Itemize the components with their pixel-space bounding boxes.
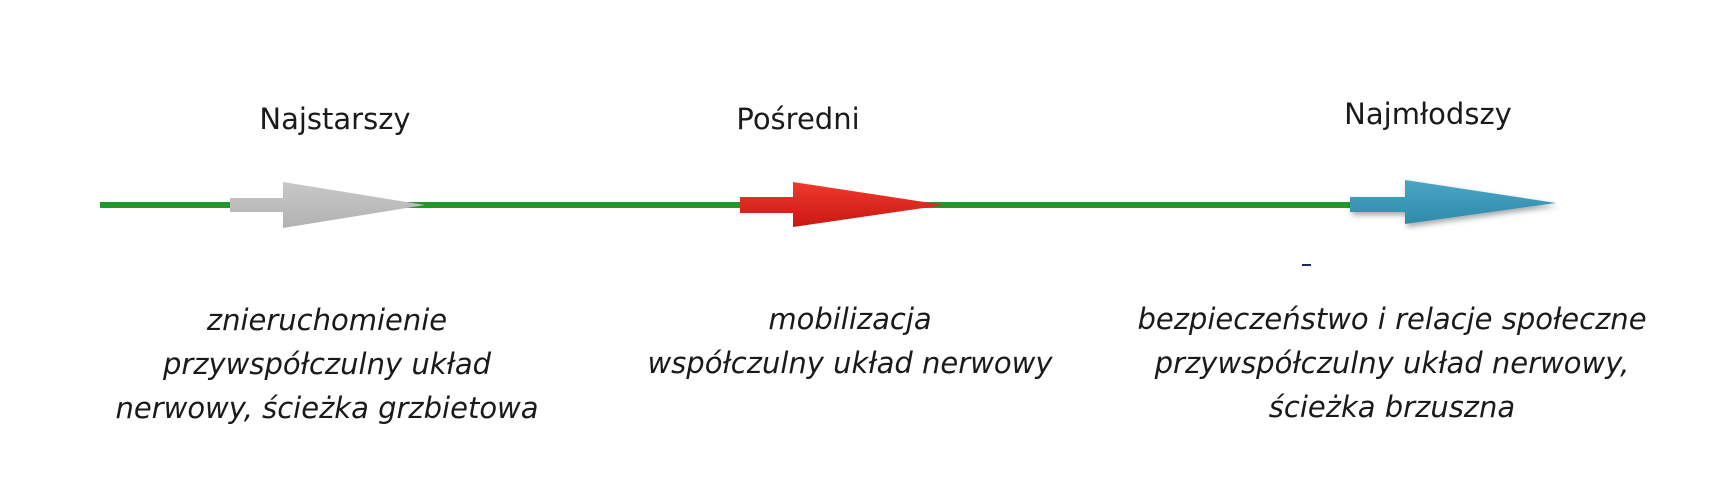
stage-description-youngest: bezpieczeństwo i relacje społeczne przyw… <box>1137 297 1646 429</box>
middle-arrow-icon <box>740 182 944 227</box>
description-line: przywspółczulny układ nerwowy, <box>1154 346 1630 380</box>
description-line: mobilizacja <box>768 302 932 336</box>
description-line: ścieżka brzuszna <box>1268 390 1516 424</box>
youngest-arrow-icon <box>1350 180 1556 224</box>
stage-heading-youngest: Najmłodszy <box>1344 97 1512 131</box>
description-line: nerwowy, ścieżka grzbietowa <box>115 391 539 425</box>
stage-heading-middle: Pośredni <box>736 102 860 136</box>
oldest-arrow-icon <box>230 182 425 228</box>
description-line: przywspółczulny układ <box>162 347 492 381</box>
description-line: znieruchomienie <box>206 303 448 337</box>
stage-description-oldest: znieruchomienie przywspółczulny układ ne… <box>115 298 538 430</box>
description-line: współczulny układ nerwowy <box>647 346 1053 380</box>
description-line: bezpieczeństwo i relacje społeczne <box>1137 302 1647 336</box>
stage-heading-oldest: Najstarszy <box>259 102 411 136</box>
stage-description-middle: mobilizacja współczulny układ nerwowy <box>647 297 1052 385</box>
